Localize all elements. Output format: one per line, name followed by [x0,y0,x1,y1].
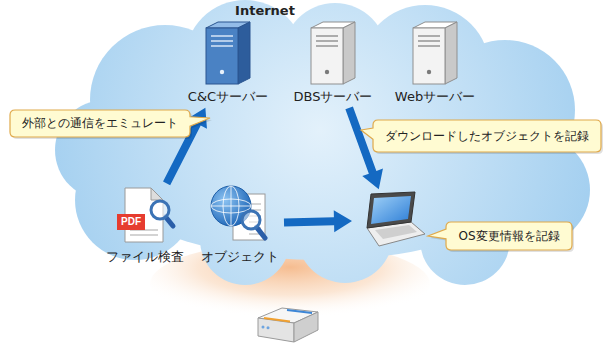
node-label: 外部との通信をエミュレート [22,116,178,131]
node-label: DBSサーバー [294,89,373,105]
node-label: オブジェクト [201,249,279,265]
server-icon: DBSサーバー [292,22,375,105]
laptop-illustration [355,192,425,248]
tag-holder: PDF [117,210,145,230]
callout-box: 外部との通信をエミュレート [10,110,190,137]
node-label: Webサーバー [395,89,475,105]
server-illustration [206,22,250,84]
node-label: Internet [235,3,295,19]
node-label: C&Cサーバー [188,89,268,105]
node-label: ファイル検査 [106,249,184,265]
object-icon: オブジェクト [199,182,281,265]
pdf-tag: PDF [117,214,145,230]
laptop-icon [355,192,425,248]
callout-box: ダウンロードしたオブジェクトを記録 [373,120,601,152]
node-label: OS変更情報を記録 [458,229,559,244]
node-label: ダウンロードしたオブジェクトを記録 [385,129,589,144]
server-illustration [311,22,355,84]
server-icon: C&Cサーバー [186,22,271,105]
globe-illustration [209,182,271,244]
callout-box: OS変更情報を記録 [446,222,572,250]
server-icon: Webサーバー [393,22,478,105]
server-illustration [413,22,457,84]
